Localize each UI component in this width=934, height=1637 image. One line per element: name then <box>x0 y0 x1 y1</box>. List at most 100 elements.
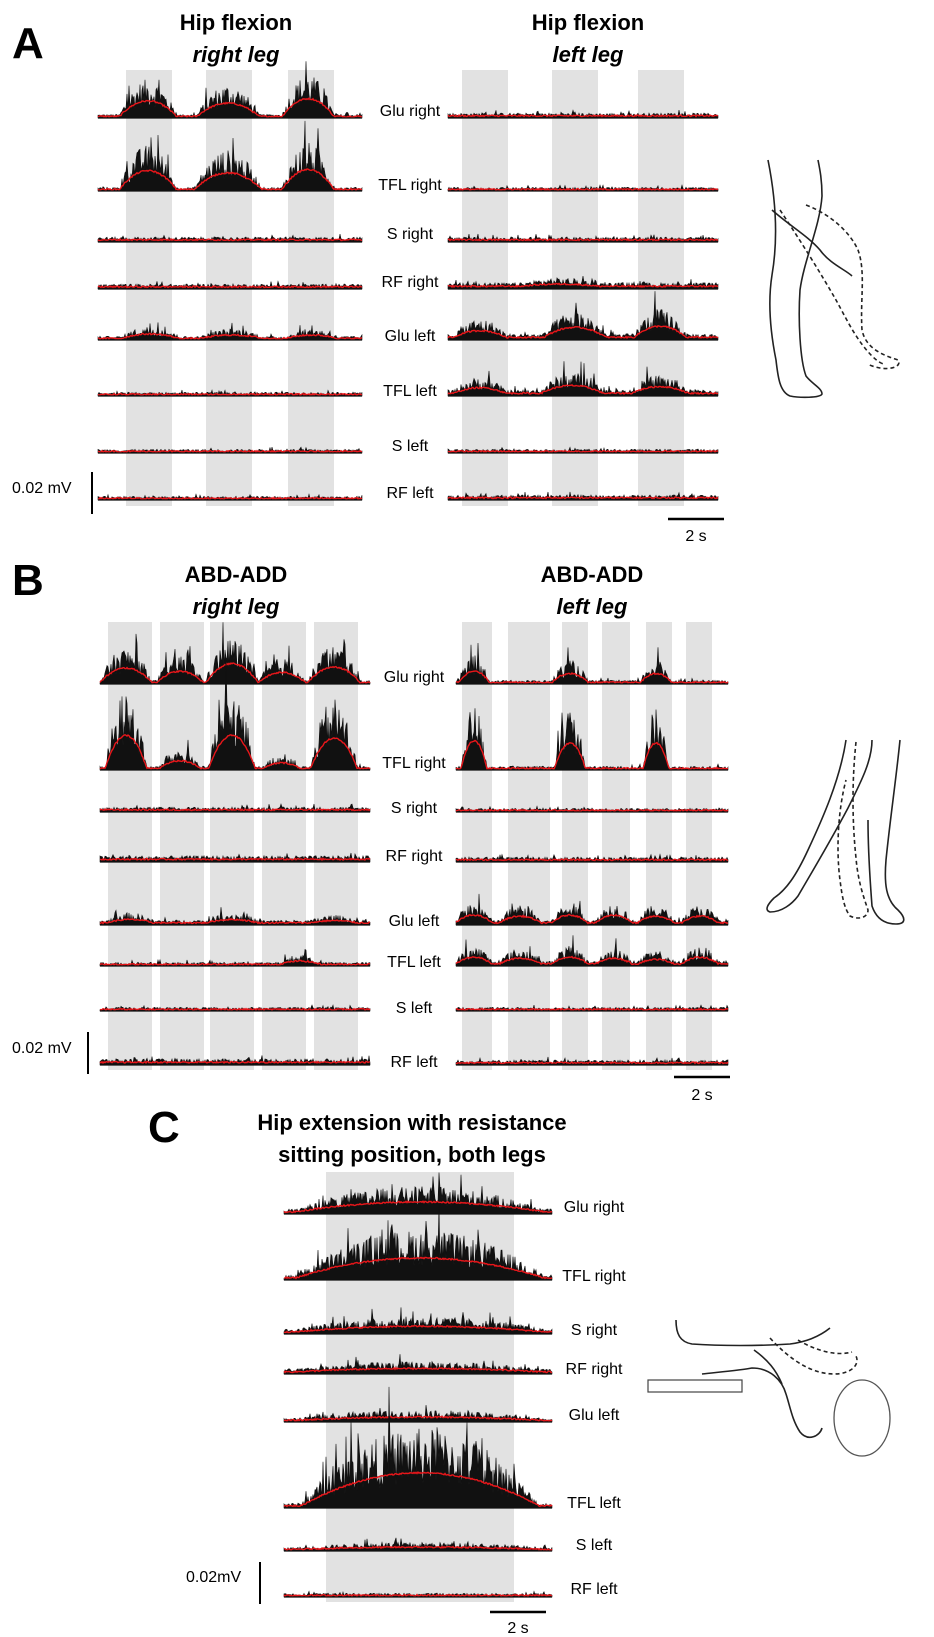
panel-b-right-subtitle: right leg <box>193 594 280 619</box>
muscle-label: S right <box>571 1322 618 1339</box>
panel-a-left-subtitle: left leg <box>553 42 624 67</box>
panel-a-right-subtitle: right leg <box>193 42 280 67</box>
muscle-label: Glu right <box>564 1199 625 1216</box>
emg-trace-b-left-envelope <box>455 670 729 685</box>
emg-trace-c-envelope <box>283 1200 553 1214</box>
muscle-label: S left <box>396 1000 433 1017</box>
leg-drawing-hip-flexion <box>767 159 900 399</box>
shade-b-right <box>210 622 254 1070</box>
shade-c <box>326 1172 514 1602</box>
emg-trace-b-right-envelope <box>99 1060 371 1065</box>
emg-trace-b-left-envelope <box>455 913 729 925</box>
emg-trace-c <box>283 1172 553 1215</box>
emg-trace-a-right-envelope <box>97 392 363 397</box>
emg-trace-c-envelope <box>283 1366 553 1374</box>
emg-trace-b-left-envelope <box>455 858 729 862</box>
emg-trace-b-right-envelope <box>99 734 371 771</box>
emg-trace-b-left-envelope <box>455 1007 729 1012</box>
emg-trace-b-right <box>99 622 371 685</box>
emg-trace-a-right-envelope <box>98 496 363 501</box>
emg-trace-c-envelope <box>283 1256 553 1280</box>
muscle-label: TFL right <box>382 755 446 772</box>
muscle-label: RF left <box>390 1054 438 1071</box>
emg-trace-b-left-envelope <box>455 808 729 813</box>
shade-b-left <box>646 622 672 1070</box>
leg-drawing-hip-extension-sitting <box>647 1319 891 1457</box>
panel-b-muscle-labels: Glu right TFL right S right RF right Glu… <box>382 669 446 1071</box>
muscle-label: Glu left <box>389 913 440 930</box>
emg-trace-b-left-envelope <box>455 739 729 771</box>
muscle-label: RF right <box>386 848 443 865</box>
panel-b-left-subtitle: left leg <box>557 594 628 619</box>
emg-trace-a-left-envelope <box>447 187 719 192</box>
emg-trace-a-right-envelope <box>97 237 363 242</box>
muscle-label: RF right <box>382 274 439 291</box>
muscle-label: S left <box>576 1537 613 1554</box>
emg-trace-a-left-envelope <box>447 384 719 396</box>
emg-trace-b-right-envelope <box>99 662 371 684</box>
shade-b-left <box>508 622 550 1070</box>
panel-c-muscle-labels: Glu right TFL right S right RF right Glu… <box>562 1199 626 1598</box>
emg-trace-b-right-envelope <box>99 807 371 812</box>
emg-trace-c-envelope <box>283 1593 553 1598</box>
emg-trace-b-right-envelope <box>99 917 371 925</box>
panel-a-muscle-labels: Glu right TFL right S right RF right Glu… <box>378 103 442 502</box>
shade-b-left <box>462 622 492 1070</box>
emg-trace-a-right-envelope <box>97 332 363 341</box>
emg-trace-b-right-envelope <box>99 857 371 862</box>
panel-c-title-line2: sitting position, both legs <box>278 1142 546 1167</box>
panel-a-right-title: Hip flexion <box>180 10 292 35</box>
emg-trace-c <box>283 1386 553 1509</box>
emg-trace-c-envelope <box>283 1324 553 1334</box>
emg-trace-a-right-envelope <box>97 168 362 192</box>
emg-trace-a-right <box>97 120 363 192</box>
muscle-label: RF left <box>386 485 434 502</box>
muscle-label: Glu left <box>385 328 436 345</box>
muscle-label: RF right <box>566 1361 623 1378</box>
panel-b-amp-scale-label: 0.02 mV <box>12 1040 72 1057</box>
panel-a-letter: A <box>12 19 44 68</box>
muscle-label: Glu right <box>384 669 445 686</box>
shade-b-right <box>160 622 204 1070</box>
shade-b-left <box>686 622 712 1070</box>
muscle-label: S right <box>391 800 438 817</box>
panel-b-time-scale-label: 2 s <box>691 1087 712 1104</box>
emg-trace-a-right-envelope <box>97 97 363 118</box>
emg-trace-b-left-envelope <box>455 955 729 966</box>
emg-trace-a-left-envelope <box>447 114 719 118</box>
emg-trace-c-envelope <box>284 1545 553 1551</box>
emg-trace-a-left-envelope <box>447 282 719 289</box>
emg-trace-b-right-envelope <box>99 959 371 967</box>
muscle-label: Glu left <box>569 1407 620 1424</box>
panel-a-time-scale-label: 2 s <box>685 528 706 545</box>
shade-b-right <box>314 622 358 1070</box>
emg-trace-a-right-envelope <box>97 285 362 289</box>
emg-traces <box>97 61 729 1598</box>
panel-c-time-scale-label: 2 s <box>507 1620 528 1637</box>
panel-c-letter: C <box>148 1103 180 1152</box>
muscle-label: S left <box>392 438 429 455</box>
leg-drawing-abduction-adduction <box>766 739 905 925</box>
muscle-label: TFL left <box>387 954 441 971</box>
muscle-label: S right <box>387 226 434 243</box>
emg-trace-b-right-envelope <box>99 1007 371 1012</box>
emg-trace-a-left-envelope <box>447 495 719 500</box>
muscle-label: RF left <box>570 1581 618 1598</box>
panel-a-amp-scale-label: 0.02 mV <box>12 480 72 497</box>
shade-b-left <box>562 622 588 1070</box>
muscle-label: TFL left <box>383 383 437 400</box>
emg-trace-a-left-envelope <box>447 324 719 340</box>
panel-c-title-line1: Hip extension with resistance <box>257 1110 566 1135</box>
muscle-label: Glu right <box>380 103 441 120</box>
panel-c-amp-scale-label: 0.02mV <box>186 1569 241 1586</box>
panel-b-left-title: ABD-ADD <box>541 562 644 587</box>
emg-trace-c-envelope <box>283 1415 553 1423</box>
muscle-label: TFL right <box>378 177 442 194</box>
emg-trace-c-envelope <box>283 1470 553 1508</box>
shade-b-left <box>602 622 630 1070</box>
emg-trace-b-right <box>99 907 371 926</box>
muscle-label: TFL right <box>562 1268 626 1285</box>
shade-b-right <box>262 622 306 1070</box>
emg-trace-b-left-envelope <box>455 1061 729 1065</box>
